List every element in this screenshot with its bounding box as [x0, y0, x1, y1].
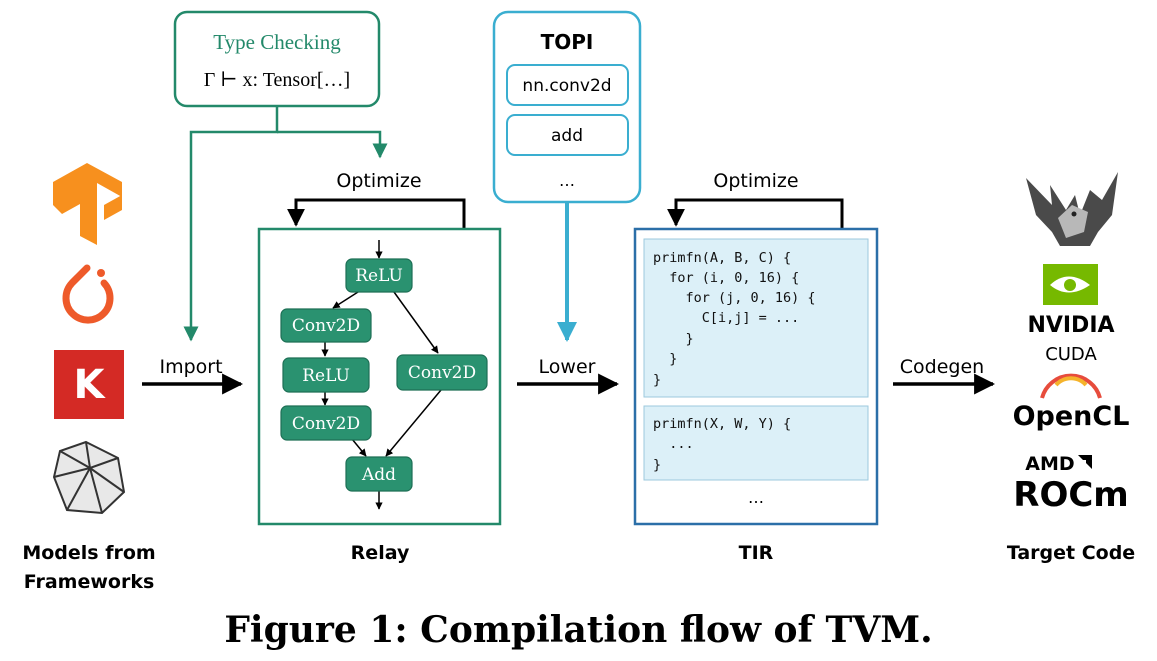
svg-text:...: ... [653, 436, 694, 452]
opencl-icon: OpenCL [1013, 373, 1130, 432]
svg-text:}: } [653, 331, 694, 347]
figure-caption: Figure 1: Compilation flow of TVM. [224, 609, 933, 651]
svg-text:primfn(A, B, C) {: primfn(A, B, C) { [653, 250, 791, 266]
svg-text:for (j, 0, 16) {: for (j, 0, 16) { [653, 290, 816, 306]
tir-func1-code: primfn(A, B, C) { for (i, 0, 16) { for (… [653, 250, 816, 388]
tir-func2-code: primfn(X, W, Y) { ... } [653, 416, 791, 473]
tir-optimize-label: Optimize [713, 170, 798, 192]
amd-label: AMD [1025, 453, 1074, 475]
import-label: Import [159, 356, 222, 378]
type-check-connector [183, 106, 279, 342]
svg-text:}: } [653, 351, 677, 367]
svg-text:for (i, 0, 16) {: for (i, 0, 16) { [653, 270, 799, 286]
cuda-label: CUDA [1045, 344, 1097, 365]
relay-node-conv2d-2: Conv2D [280, 405, 372, 441]
lower-label: Lower [539, 356, 596, 378]
tir-optimize-loop [667, 198, 844, 228]
target-code-label: Target Code [1007, 542, 1135, 564]
tir-label: TIR [739, 542, 774, 564]
amd-rocm-icon: AMD ROCm [1013, 453, 1128, 515]
topi-box: TOPI nn.conv2d add … [492, 10, 642, 204]
topi-item-add: add [551, 126, 583, 146]
tir-box: primfn(A, B, C) { for (i, 0, 16) { for (… [633, 227, 879, 526]
topi-title: TOPI [541, 30, 594, 54]
pytorch-icon [62, 264, 114, 324]
relay-node-relu-mid: ReLU [282, 357, 370, 393]
svg-text:ReLU: ReLU [355, 266, 403, 286]
svg-text:}: } [653, 372, 661, 388]
frameworks-label-line1: Models from [22, 542, 155, 564]
keras-icon: K [54, 350, 124, 419]
relay-optimize-label: Optimize [336, 170, 421, 192]
nvidia-icon: NVIDIA CUDA [1027, 264, 1115, 365]
svg-text:K: K [74, 362, 107, 408]
svg-text:Conv2D: Conv2D [292, 316, 360, 336]
llvm-dragon-icon [1026, 172, 1118, 246]
codegen-label: Codegen [900, 356, 984, 378]
nvidia-label: NVIDIA [1027, 313, 1114, 338]
type-checking-formula: Γ ⊢ x: Tensor[…] [204, 69, 350, 91]
frameworks-label-line2: Frameworks [24, 571, 155, 593]
type-checking-box: Type Checking Γ ⊢ x: Tensor[…] [173, 10, 381, 108]
relay-label: Relay [351, 542, 410, 564]
svg-text:}: } [653, 457, 661, 473]
tensorflow-icon [53, 163, 122, 245]
type-checking-title: Type Checking [213, 30, 341, 54]
relay-node-add: Add [345, 456, 413, 492]
type-check-to-relay-arrow [277, 130, 388, 159]
svg-text:primfn(X, W, Y) {: primfn(X, W, Y) { [653, 416, 791, 432]
tir-more: … [748, 488, 764, 507]
relay-box: ReLU Conv2D ReLU Conv2D Conv2D Add [257, 227, 502, 526]
topi-more: … [559, 171, 575, 190]
onnx-polyhedron-icon [52, 440, 126, 515]
opencl-label: OpenCL [1013, 401, 1130, 432]
rocm-label: ROCm [1013, 475, 1128, 515]
topi-item-conv2d: nn.conv2d [522, 76, 611, 96]
relay-node-conv2d-1: Conv2D [280, 308, 372, 343]
svg-text:Add: Add [361, 465, 396, 485]
svg-text:Conv2D: Conv2D [292, 414, 360, 434]
svg-text:ReLU: ReLU [302, 366, 350, 386]
relay-node-conv2d-right: Conv2D [396, 354, 488, 391]
svg-text:Conv2D: Conv2D [408, 363, 476, 383]
relay-optimize-loop [287, 198, 466, 228]
svg-text:C[i,j] = ...: C[i,j] = ... [653, 310, 799, 326]
relay-node-relu-top: ReLU [345, 258, 413, 293]
